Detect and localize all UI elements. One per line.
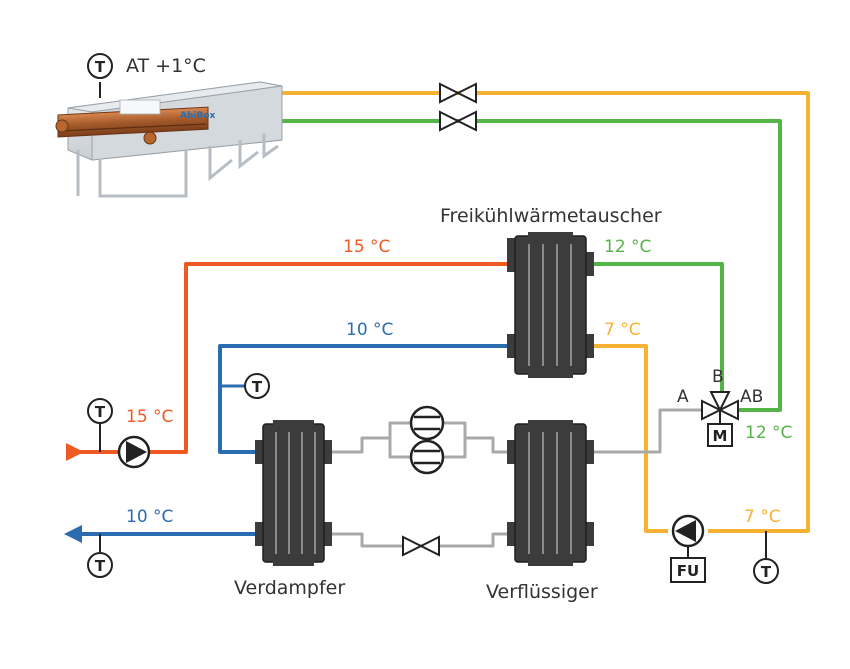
drycooler-brand: AbiBox: [180, 111, 216, 121]
pump-condenser-icon[interactable]: FU: [670, 514, 706, 583]
evaporator-label: Verdampfer: [234, 577, 345, 599]
valve-yellow-icon[interactable]: [439, 82, 477, 104]
compressor-top-icon[interactable]: [409, 405, 445, 441]
svg-text:T: T: [252, 378, 263, 396]
sensor-evaporator-inlet: T: [244, 373, 270, 399]
hx-inlet-temp: 15 °C: [343, 237, 390, 257]
freecooling-hx-label: Freikühlwärmetauscher: [440, 205, 662, 227]
outlet-arrow-icon: [64, 525, 82, 543]
compressor-bottom-icon[interactable]: [409, 439, 445, 475]
sensor-condenser-loop: T: [753, 531, 779, 584]
pump-inlet-icon[interactable]: [117, 435, 151, 469]
sensor-inlet: T: [87, 398, 113, 452]
valve-return-temp: 12 °C: [745, 423, 792, 443]
inlet-temp: 15 °C: [126, 407, 173, 427]
condenser-label: Verflüssiger: [486, 581, 598, 603]
sensor-outlet: T: [87, 534, 113, 578]
valve-motor-label: M: [713, 427, 728, 445]
evaporator-heat-exchanger: [255, 420, 332, 566]
svg-text:T: T: [95, 58, 106, 76]
pipe-blue-hx: [218, 344, 507, 454]
drycooler-unit: AbiBox: [55, 81, 283, 198]
valve-port-ab: AB: [740, 387, 763, 407]
pipe-yellow-hx: [594, 344, 668, 533]
three-way-valve-icon[interactable]: M: [701, 391, 739, 447]
valve-green-icon[interactable]: [439, 110, 477, 132]
pipe-green-outdoor: [282, 119, 782, 412]
condenser-heat-exchanger: [507, 420, 594, 566]
sensor-ambient: T: [87, 53, 113, 79]
pipe-green-hx: [594, 262, 724, 398]
valve-port-b: B: [712, 367, 724, 387]
hx-outlet-green-temp: 12 °C: [604, 237, 651, 257]
valve-port-a: A: [677, 387, 689, 407]
outlet-temp: 10 °C: [126, 507, 173, 527]
condenser-loop-temp: 7 °C: [744, 507, 781, 527]
inlet-arrow-icon: [66, 443, 84, 461]
svg-text:T: T: [95, 403, 106, 421]
svg-text:T: T: [95, 557, 106, 575]
svg-text:T: T: [761, 563, 772, 581]
ambient-temp-label: AT +1°C: [126, 55, 206, 77]
hx-outlet-yellow-temp: 7 °C: [604, 320, 641, 340]
freecooling-heat-exchanger: [507, 232, 594, 378]
fu-label: FU: [677, 562, 699, 580]
expansion-valve-icon[interactable]: [402, 535, 440, 557]
hx-outlet-blue-temp: 10 °C: [346, 320, 393, 340]
pipe-yellow-outdoor: [282, 91, 810, 533]
